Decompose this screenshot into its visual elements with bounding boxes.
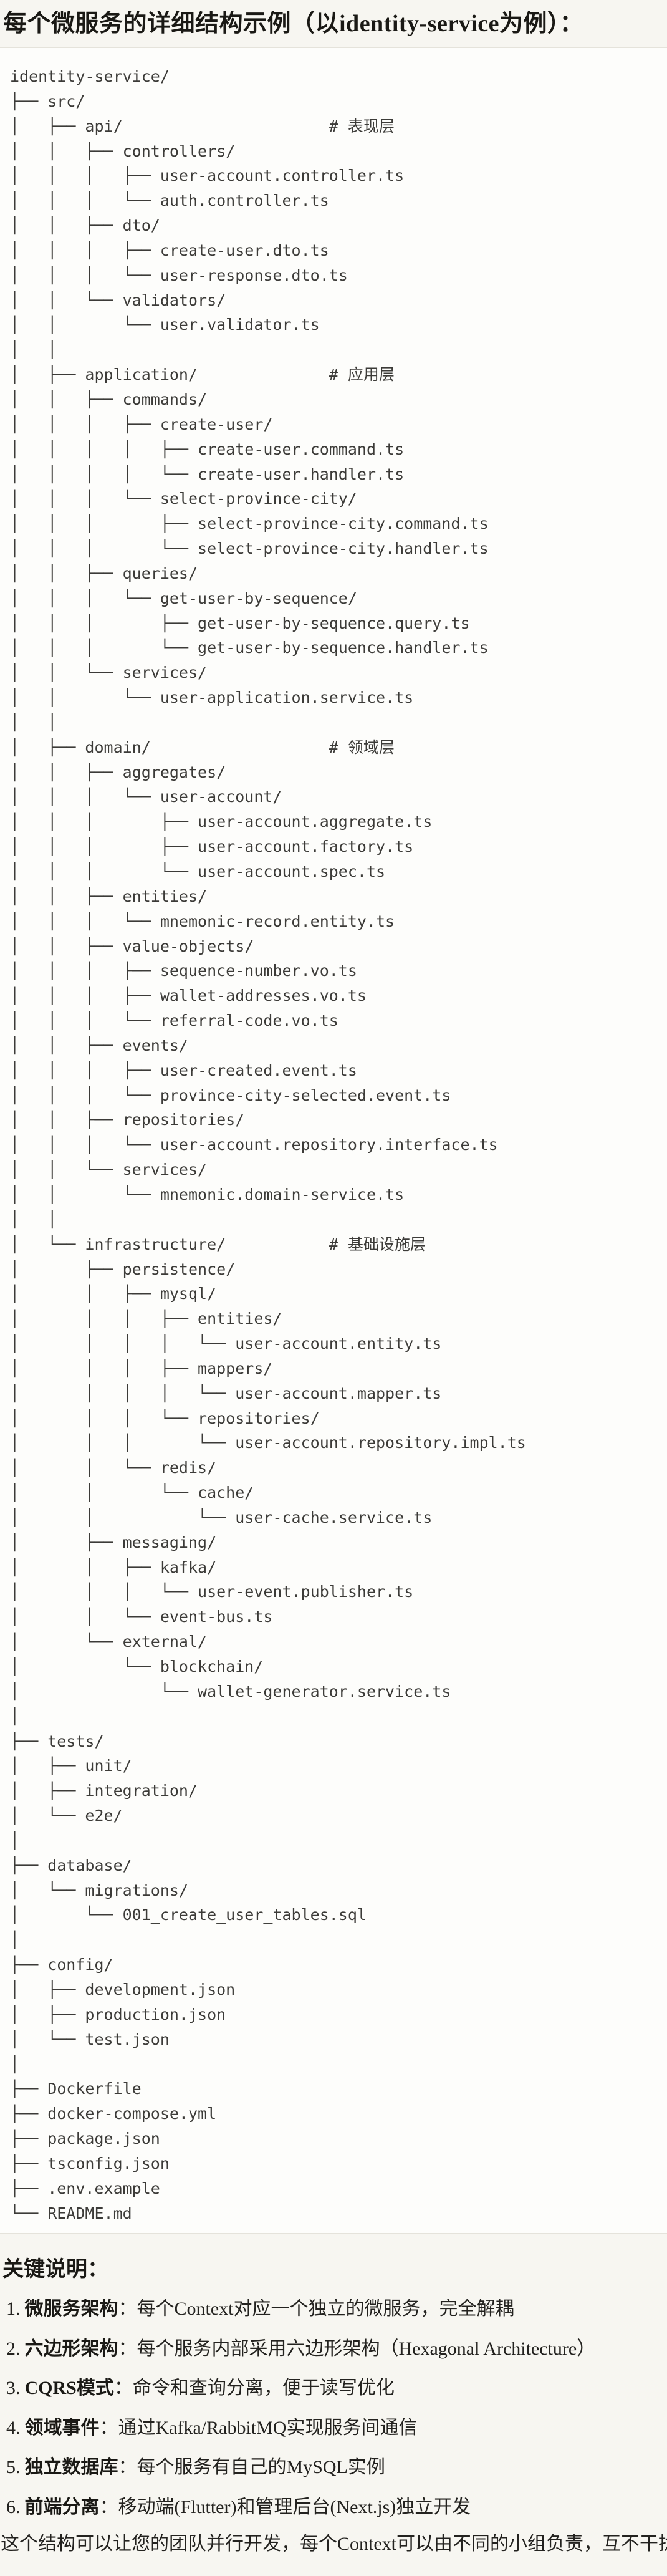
page-title: 每个微服务的详细结构示例（以identity-service为例）： [3,11,584,37]
note-term: 独立数据库 [24,2457,118,2478]
note-term: 六边形架构 [24,2338,118,2359]
note-item: 6.前端分离：移动端(Flutter)和管理后台(Next.js)独立开发 [6,2487,667,2527]
note-term: 微服务架构 [24,2299,118,2320]
note-number: 2. [6,2338,21,2359]
note-term: CQRS模式 [24,2378,114,2399]
note-text: ：命令和查询分离，便于读写优化 [113,2378,395,2399]
note-text: ：每个服务内部采用六边形架构（Hexagonal Architecture） [118,2338,596,2359]
notes-section: 关键说明： 1.微服务架构：每个Context对应一个独立的微服务，完全解耦 2… [0,2256,667,2557]
note-item: 1.微服务架构：每个Context对应一个独立的微服务，完全解耦 [6,2289,667,2329]
note-number: 1. [6,2299,21,2320]
note-item: 2.六边形架构：每个服务内部采用六边形架构（Hexagonal Architec… [6,2329,667,2369]
note-term: 前端分离 [24,2496,100,2517]
note-number: 4. [6,2417,21,2438]
note-number: 6. [6,2496,21,2517]
note-item: 4.领域事件：通过Kafka/RabbitMQ实现服务间通信 [6,2408,667,2448]
note-text: ：每个服务有自己的MySQL实例 [118,2457,385,2478]
directory-tree-code-block: identity-service/ ├── src/ │ ├── api/ # … [0,47,667,2234]
closing-paragraph: 这个结构可以让您的团队并行开发，每个Context可以由不同的小组负责，互不干扰… [1,2534,667,2555]
note-item: 3.CQRS模式：命令和查询分离，便于读写优化 [6,2368,667,2408]
note-text: ：移动端(Flutter)和管理后台(Next.js)独立开发 [99,2496,471,2517]
document: 每个微服务的详细结构示例（以identity-service为例）： ident… [0,9,667,2557]
note-number: 5. [6,2457,21,2478]
notes-list: 1.微服务架构：每个Context对应一个独立的微服务，完全解耦 2.六边形架构… [0,2289,667,2527]
notes-heading: 关键说明： [2,2258,108,2282]
note-text: ：每个Context对应一个独立的微服务，完全解耦 [118,2299,514,2320]
note-number: 3. [6,2378,21,2399]
note-text: ：通过Kafka/RabbitMQ实现服务间通信 [99,2417,418,2438]
note-item: 5.独立数据库：每个服务有自己的MySQL实例 [6,2448,667,2487]
note-term: 领域事件 [24,2417,100,2438]
